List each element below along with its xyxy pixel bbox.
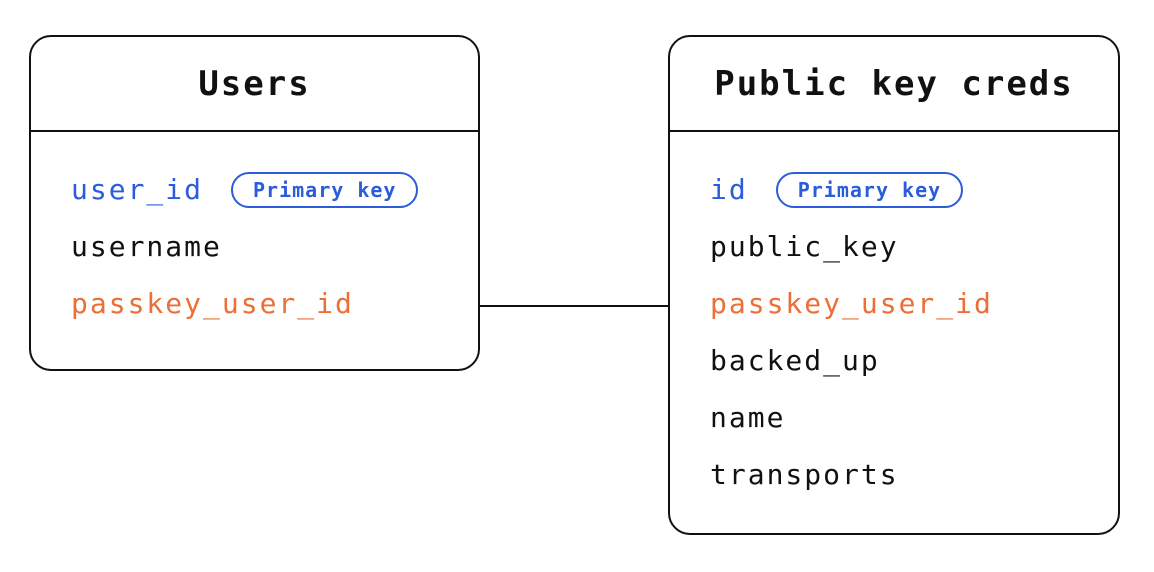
primary-key-badge: Primary key [775, 171, 964, 208]
entity-public-key-creds-title: Public key creds [714, 63, 1074, 104]
entity-users-title: Users [198, 63, 311, 104]
field-row-public-key: public_key [710, 218, 1108, 275]
field-name: passkey_user_id [710, 287, 993, 320]
field-name: name [710, 401, 786, 434]
entity-users: Users user_id Primary key username passk… [29, 35, 480, 371]
field-row-passkey-user-id: passkey_user_id [710, 275, 1108, 332]
field-name: passkey_user_id [71, 287, 354, 320]
field-name: user_id [71, 173, 204, 206]
field-row-passkey-user-id: passkey_user_id [71, 275, 468, 332]
field-row-username: username [71, 218, 468, 275]
field-name: transports [710, 458, 899, 491]
primary-key-badge: Primary key [231, 171, 419, 208]
entity-users-header: Users [31, 37, 478, 132]
field-row-user-id: user_id Primary key [71, 161, 468, 218]
entity-public-key-creds-fields: id Primary key public_key passkey_user_i… [670, 132, 1118, 503]
field-name: public_key [710, 230, 899, 263]
entity-users-fields: user_id Primary key username passkey_use… [31, 132, 478, 332]
field-row-transports: transports [710, 446, 1108, 503]
relationship-connector-line [480, 305, 668, 307]
field-name: id [710, 173, 748, 206]
field-row-id: id Primary key [710, 161, 1108, 218]
field-row-backed-up: backed_up [710, 332, 1108, 389]
entity-public-key-creds-header: Public key creds [670, 37, 1118, 132]
field-name: backed_up [710, 344, 880, 377]
field-row-name: name [710, 389, 1108, 446]
entity-public-key-creds: Public key creds id Primary key public_k… [668, 35, 1120, 535]
field-name: username [71, 230, 222, 263]
